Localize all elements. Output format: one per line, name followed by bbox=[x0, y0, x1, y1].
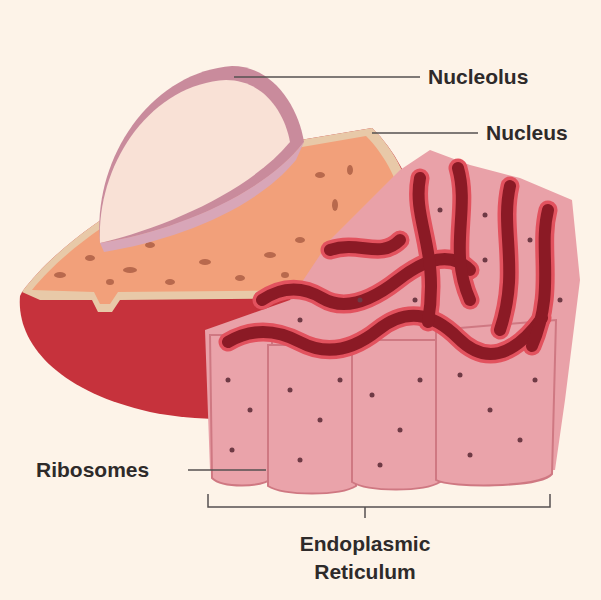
nucleolus-shape bbox=[99, 66, 304, 252]
leader-line bbox=[188, 469, 266, 471]
part-label: Nucleolus bbox=[428, 63, 528, 91]
leader-line bbox=[372, 132, 478, 134]
er-membrane bbox=[228, 168, 548, 354]
nucleolus-base bbox=[100, 142, 304, 252]
bracket bbox=[208, 494, 550, 518]
part-label: Endoplasmic Reticulum bbox=[270, 530, 460, 587]
ribosome-dots bbox=[226, 208, 563, 468]
part-label: Ribosomes bbox=[36, 456, 149, 484]
er-illustration bbox=[205, 150, 580, 494]
er-lumen bbox=[228, 168, 548, 354]
part-label: Nucleus bbox=[486, 119, 568, 147]
leader-line bbox=[234, 76, 420, 78]
